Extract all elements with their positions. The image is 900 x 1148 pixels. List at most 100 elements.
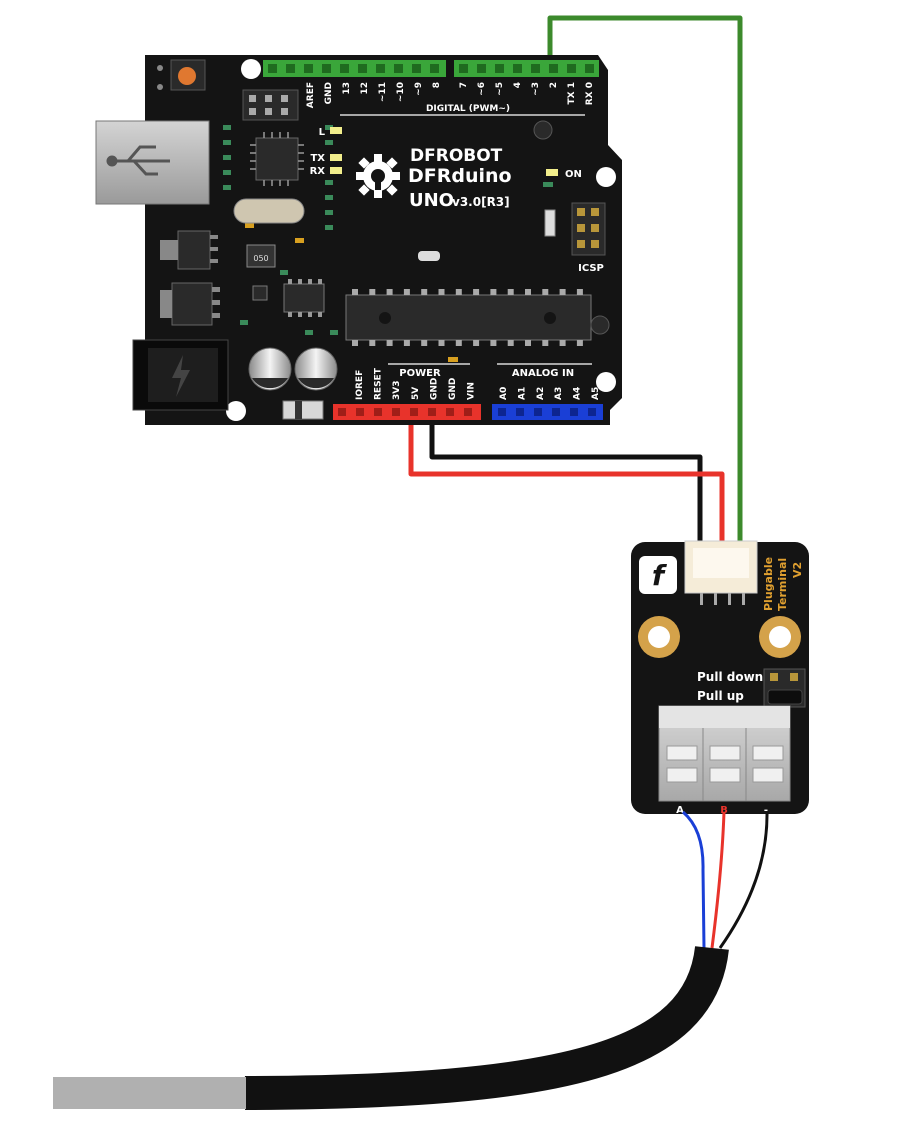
mcu-pin bbox=[525, 340, 531, 346]
analog-label: ANALOG IN bbox=[512, 368, 574, 379]
reset-button bbox=[178, 67, 196, 85]
power-pin-label: IOREF bbox=[355, 370, 365, 400]
digital-pin-label: GND bbox=[324, 82, 334, 104]
mcu-pin bbox=[559, 340, 566, 346]
header-pin bbox=[477, 64, 486, 73]
on-label: ON bbox=[565, 169, 582, 180]
probe-tip bbox=[53, 1077, 246, 1109]
power-led bbox=[546, 169, 558, 176]
digital-pin-label: 7 bbox=[459, 82, 469, 88]
header-pin bbox=[356, 408, 364, 416]
op-amp-chip bbox=[283, 279, 325, 317]
power-pin-label: GND bbox=[429, 378, 439, 400]
analog-pin-label: A4 bbox=[573, 387, 583, 400]
module-title-line-2: Terminal bbox=[776, 558, 789, 611]
mcu-pin bbox=[490, 340, 497, 346]
power-pin-label: 3V3 bbox=[392, 381, 402, 401]
mcu-pin bbox=[438, 289, 445, 295]
blue-lead bbox=[681, 810, 706, 949]
icsp-header bbox=[571, 202, 606, 256]
header-pin bbox=[268, 64, 277, 73]
pull-down-label: Pull down bbox=[697, 670, 763, 684]
pull-jumper bbox=[763, 668, 806, 708]
module-logo bbox=[639, 556, 677, 594]
digital-pin-label: ~9 bbox=[414, 82, 424, 96]
mcu-pin bbox=[421, 340, 428, 346]
terminal-label-a: A bbox=[676, 805, 684, 816]
header-pin bbox=[498, 408, 506, 416]
black-gnd-wire bbox=[429, 410, 703, 548]
mounting-hole bbox=[596, 372, 616, 392]
header-pin bbox=[392, 408, 400, 416]
mcu-pin bbox=[403, 340, 410, 346]
header-pin bbox=[322, 64, 331, 73]
capacitor bbox=[294, 347, 338, 391]
power-label: POWER bbox=[399, 368, 441, 379]
terminal-label-minus: - bbox=[764, 805, 768, 816]
module-title-line-1: Plugable bbox=[762, 557, 775, 611]
model-name: DFRduino bbox=[408, 165, 512, 187]
digital-pin-label: 8 bbox=[432, 82, 442, 88]
black-lead bbox=[718, 811, 769, 949]
mcu-pin bbox=[455, 340, 462, 346]
header-pin bbox=[570, 408, 578, 416]
digital-pin-label: ~3 bbox=[531, 82, 541, 96]
header-pin bbox=[549, 64, 558, 73]
module-title: Plugable Terminal V2 bbox=[762, 557, 804, 611]
uno-label: UNO bbox=[409, 190, 454, 211]
led-label-rx: RX bbox=[310, 166, 326, 177]
analog-pin-label: A3 bbox=[554, 387, 564, 400]
mcu-pin bbox=[576, 340, 583, 346]
crystal bbox=[233, 198, 305, 224]
digital-header bbox=[263, 60, 599, 77]
mcu-pin bbox=[369, 340, 376, 346]
analog-pin-label: A0 bbox=[499, 387, 509, 400]
header-pin bbox=[534, 408, 542, 416]
header-pin bbox=[374, 408, 382, 416]
mcu-pin bbox=[576, 289, 583, 295]
version-label: v3.0[R3] bbox=[452, 195, 510, 209]
mcu-pin bbox=[559, 289, 566, 295]
header-pin bbox=[430, 64, 439, 73]
header-pin bbox=[567, 64, 576, 73]
digital-pin-label: AREF bbox=[306, 82, 316, 108]
mcu-pin bbox=[473, 289, 480, 295]
header-pin bbox=[585, 64, 594, 73]
mounting-hole bbox=[226, 401, 246, 421]
header-pin bbox=[531, 64, 540, 73]
red-5v-wire bbox=[408, 410, 725, 548]
analog-pin-label: A1 bbox=[517, 387, 527, 400]
brand-name: DFROBOT bbox=[410, 146, 503, 166]
module-title-line-3: V2 bbox=[791, 562, 804, 578]
header-pin bbox=[358, 64, 367, 73]
icsp-label: ICSP bbox=[578, 263, 604, 274]
terminal-label-b: B bbox=[720, 805, 728, 816]
header-pin bbox=[588, 408, 596, 416]
analog-header bbox=[492, 404, 603, 420]
digital-pin-label: ~6 bbox=[477, 82, 487, 96]
analog-pin-label: A5 bbox=[591, 387, 601, 400]
module-logo-glyph: f bbox=[652, 559, 668, 592]
digital-pin-label: 13 bbox=[342, 82, 352, 95]
power-pin-label: GND bbox=[448, 378, 458, 400]
mcu-pin bbox=[507, 289, 514, 295]
mounting-hole bbox=[596, 167, 616, 187]
gear-logo-icon bbox=[356, 154, 400, 198]
resistor-code: 050 bbox=[253, 254, 268, 263]
regulator-2 bbox=[160, 282, 220, 326]
mcu-pin bbox=[421, 289, 428, 295]
header-pin bbox=[304, 64, 313, 73]
header-pin bbox=[412, 64, 421, 73]
switch bbox=[544, 209, 556, 237]
analog-pin-label: A2 bbox=[536, 387, 546, 400]
header-pin bbox=[464, 408, 472, 416]
digital-pin-label: 4 bbox=[513, 82, 523, 88]
onboard-leds: L TX RX bbox=[310, 127, 342, 177]
digital-pin-label: TX 1 bbox=[567, 82, 577, 104]
atmega-chip bbox=[345, 289, 592, 346]
header-pin bbox=[428, 408, 436, 416]
digital-pin-label: 12 bbox=[360, 82, 370, 95]
mcu-pin bbox=[473, 340, 480, 346]
mcu-pin bbox=[507, 340, 514, 346]
